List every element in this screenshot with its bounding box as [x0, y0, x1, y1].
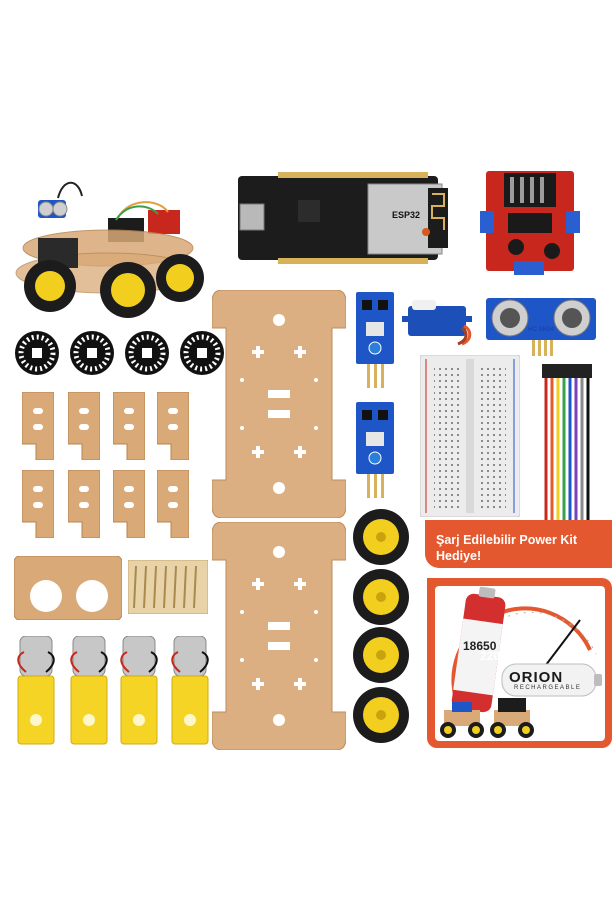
mini-robot-car-icon	[490, 698, 534, 738]
motor-bracket-icon	[157, 392, 189, 460]
encoder-disc-icon	[15, 331, 59, 375]
ultrasonic-sensor-icon	[486, 298, 596, 356]
esp32-label: ESP32	[392, 210, 421, 220]
battery-18650-icon	[451, 586, 506, 713]
line-sensor-icon	[356, 292, 394, 388]
motor-bracket-icon	[113, 470, 145, 538]
motor-driver-icon	[480, 171, 580, 275]
esp32-board-icon	[238, 172, 448, 264]
encoder-disc-icon	[70, 331, 114, 375]
line-sensor-icon	[356, 402, 394, 498]
screw-pack-icon	[128, 560, 208, 614]
encoder-disc-icon	[125, 331, 169, 375]
motor-bracket-icon	[68, 392, 100, 460]
motor-bracket-icon	[68, 470, 100, 538]
breadboard-icon	[420, 355, 520, 517]
battery-label-capacity: 2200	[480, 649, 507, 663]
chassis-plate-icon	[212, 522, 346, 750]
battery-brand: ORION	[509, 669, 564, 686]
motor-bracket-icon	[113, 392, 145, 460]
gear-motor-icon	[120, 636, 158, 745]
jumper-wires-icon	[542, 364, 592, 520]
hc-sr04-label: HC-SR04	[528, 327, 554, 333]
promo-banner	[425, 520, 612, 568]
battery-brand-sub: RECHARGEABLE	[514, 685, 582, 691]
assembled-robot-car-icon	[15, 181, 204, 318]
encoder-disc-icon	[180, 331, 224, 375]
gear-motor-icon	[70, 636, 108, 745]
wheel-icon	[353, 627, 409, 683]
gear-motor-icon	[17, 636, 55, 745]
servo-motor-icon	[402, 300, 472, 346]
motor-bracket-icon	[22, 392, 54, 460]
ultrasonic-holder-icon	[14, 556, 122, 620]
motor-bracket-icon	[22, 470, 54, 538]
wheel-icon	[353, 687, 409, 743]
promo-text: Şarj Edilebilir Power Kit Hediye!	[436, 533, 578, 563]
chassis-plate-icon	[212, 290, 346, 518]
wheel-icon	[353, 509, 409, 565]
mini-robot-car-icon	[440, 702, 484, 738]
motor-bracket-icon	[157, 470, 189, 538]
wheel-icon	[353, 569, 409, 625]
gear-motor-icon	[171, 636, 209, 745]
battery-orion-icon	[501, 663, 602, 697]
